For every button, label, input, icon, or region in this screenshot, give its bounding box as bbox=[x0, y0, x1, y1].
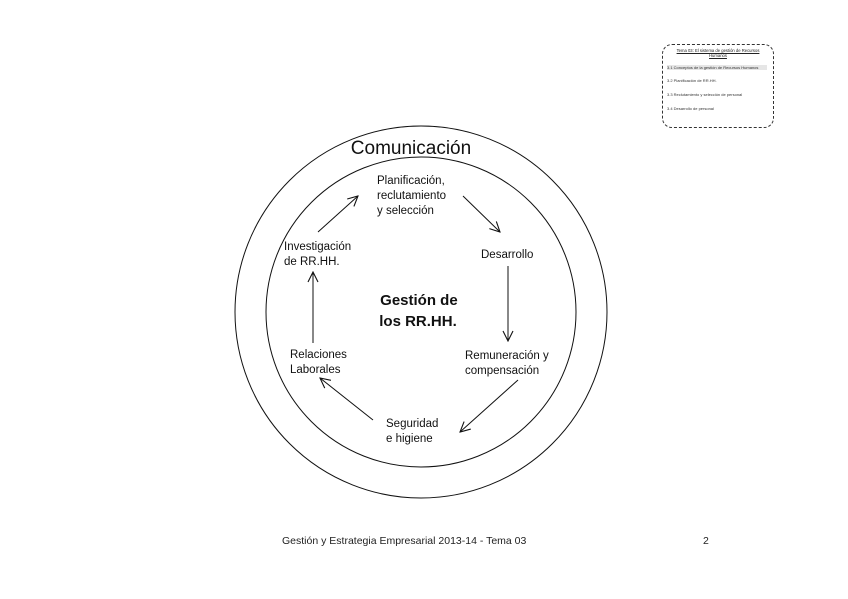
table-of-contents-thumbnail: Tema 03: El sistema de gestión de Recurs… bbox=[662, 44, 774, 128]
footer-text: Gestión y Estrategia Empresarial 2013-14… bbox=[282, 535, 527, 547]
toc-item: 3.1 Conceptos de la gestión de Recursos … bbox=[667, 65, 767, 70]
toc-title: Tema 03: El sistema de gestión de Recurs… bbox=[676, 48, 760, 58]
center-label: Gestión de los RR.HH. bbox=[379, 292, 462, 330]
node-desarrollo: Desarrollo bbox=[481, 249, 533, 261]
outer-circle bbox=[234, 125, 608, 499]
node-investigacion: Investigación de RR.HH. bbox=[284, 241, 354, 268]
toc-item: 3.4 Desarrollo de personal bbox=[667, 106, 714, 111]
arrow-investigacion-to-planificacion bbox=[317, 196, 358, 233]
arrow-seguridad-to-relaciones bbox=[320, 378, 374, 421]
node-relaciones: Relaciones Laborales bbox=[290, 349, 350, 376]
page-number: 2 bbox=[703, 535, 709, 547]
outer-label-comunicacion: Comunicación bbox=[351, 138, 471, 159]
toc-item: 3.2 Planificación de RR.HH. bbox=[667, 78, 717, 83]
center-label-line-2: los RR.HH. bbox=[379, 313, 457, 330]
node-seguridad: Seguridad e higiene bbox=[386, 418, 442, 445]
center-label-line-1: Gestión de bbox=[380, 292, 458, 309]
toc-item: 3.3 Reclutamiento y selección de persona… bbox=[667, 92, 743, 97]
node-planificacion: Planificación, reclutamiento y selección bbox=[377, 175, 449, 217]
node-remuneracion: Remuneración y compensación bbox=[465, 350, 552, 377]
arrow-remuneracion-to-seguridad bbox=[460, 379, 519, 432]
arrow-planificacion-to-desarrollo bbox=[462, 195, 500, 232]
inner-circle bbox=[265, 156, 577, 468]
